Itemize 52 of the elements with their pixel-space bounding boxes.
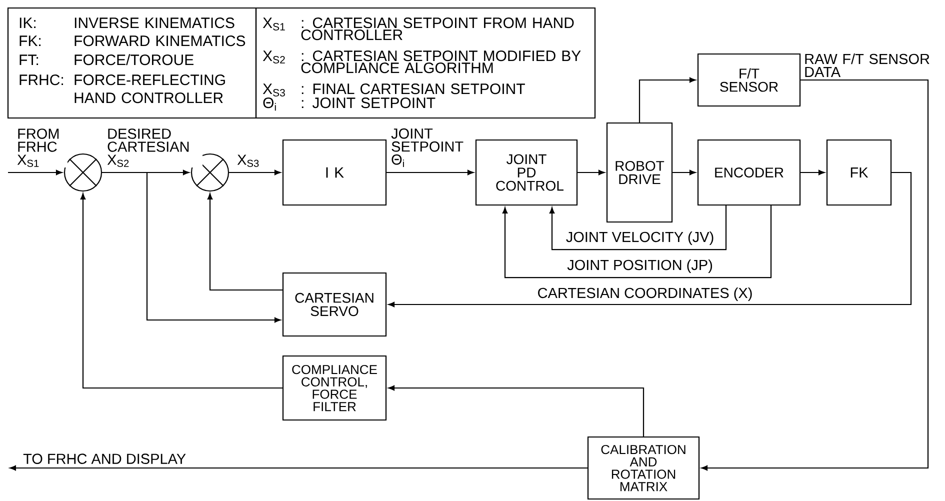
arrow	[386, 170, 474, 176]
definition: FORCE-REFLECTING HAND CONTROLLER	[74, 74, 225, 104]
edge-label: RAW F/T SENSOR DATA	[804, 52, 940, 78]
arrow	[102, 172, 281, 323]
process-box: CALIBRATION AND ROTATION MATRIX	[587, 436, 700, 500]
abbreviation: X$_{S2}$	[262, 50, 285, 64]
abbreviation: IK:	[20, 18, 36, 28]
definition: FORWARD KINEMATICS	[74, 36, 246, 46]
process-box: FK	[826, 139, 892, 206]
definition: INVERSE KINEMATICS	[74, 18, 234, 28]
edge-label: CARTESIAN COORDINATES (X)	[536, 286, 754, 302]
arrow	[8, 170, 62, 176]
edge-label: JOINT VELOCITY (JV)	[565, 230, 715, 246]
edge-label: JOINT POSITION (JP)	[566, 258, 714, 274]
abbreviation: FK:	[20, 36, 41, 46]
arrow	[638, 77, 696, 122]
arrow	[388, 385, 644, 436]
definition: : FINAL CARTESIAN SETPOINT	[302, 84, 525, 94]
abbreviation: Θ$_{i}$	[263, 98, 276, 111]
arrow	[800, 170, 825, 176]
arrow	[701, 79, 929, 471]
definition: : CARTESIAN SETPOINT MODIFIED BY COMPLIANCE ALGORITHM	[301, 50, 581, 74]
process-box: CARTESIAN SERVO	[282, 272, 387, 337]
definition: FORCE/TOROUE	[74, 54, 194, 66]
definition: : CARTESIAN SETPOINT FROM HAND CONTROLLER	[301, 18, 574, 40]
edge-label: X$_{S3}$	[236, 154, 260, 168]
arrow	[229, 170, 281, 176]
summing-junction	[190, 153, 230, 192]
abbreviation: FRHC:	[20, 74, 63, 86]
arrow	[388, 172, 912, 308]
edge-label: JOINT SETPOINT Θ$_{i}$	[390, 128, 472, 168]
process-box: COMPLIANCE CONTROL, FORCE FILTER	[282, 355, 387, 421]
process-box: JOINT PD CONTROL	[475, 139, 578, 206]
abbreviation: X$_{S1}$	[262, 18, 285, 30]
arrow	[502, 206, 772, 278]
edge-label: DESIRED CARTESIAN X$_{S2}$	[106, 128, 203, 168]
edge-label: TO FRHC AND DISPLAY	[22, 453, 187, 464]
arrow	[549, 206, 727, 250]
arrow	[10, 465, 588, 471]
process-box: ROBOT DRIVE	[606, 122, 673, 223]
process-box: F/T SENSOR	[697, 53, 801, 107]
edge-label: FROM FRHC X$_{S1}$	[16, 128, 68, 168]
summing-junction	[64, 153, 102, 192]
arrow	[578, 170, 605, 176]
arrow	[672, 170, 696, 176]
process-box: I K	[282, 139, 387, 206]
arrow	[80, 193, 282, 389]
arrow	[207, 193, 282, 291]
process-box: ENCODER	[697, 139, 801, 206]
abbreviation: X$_{S3}$	[262, 84, 285, 96]
definition: : JOINT SETPOINT	[302, 98, 436, 108]
abbreviation: FT:	[20, 54, 38, 65]
